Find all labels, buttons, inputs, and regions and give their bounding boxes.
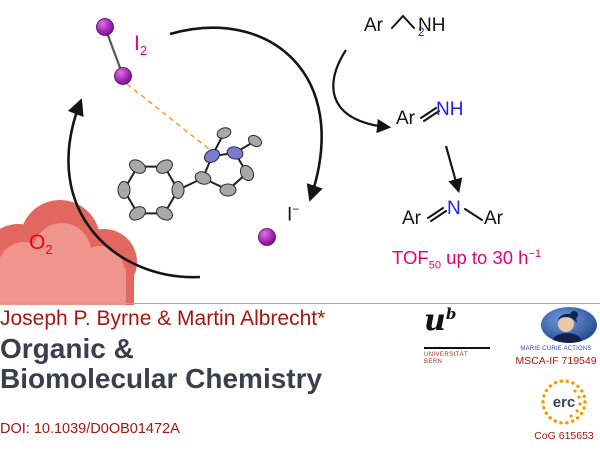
o2-label: O2 [29, 231, 53, 258]
msca-logo: MARIE CURIE ACTIONS MSCA-IF 719549 [512, 306, 600, 370]
erc-dotted-circle-icon: erc [541, 379, 587, 425]
ch2-bond-icon [391, 14, 415, 29]
double-bond-icon [420, 107, 440, 122]
erc-label: erc [553, 394, 576, 411]
erc-grant: CoG 615653 [534, 430, 594, 442]
unibe-name-line1: UNIVERSITÄT [424, 352, 469, 358]
ar-left-label: Ar [402, 208, 421, 229]
amine-to-imine-arrow [332, 49, 392, 134]
authors-line: Joseph P. Byrne & Martin Albrecht* [0, 307, 326, 330]
doi-line: DOI: 10.1039/D0OB01472A [0, 421, 180, 437]
cycle-arrow-right [169, 26, 323, 202]
ar-right-label: Ar [484, 208, 503, 229]
msca-caption: MARIE CURIE ACTIONS [520, 346, 592, 352]
ar-label: Ar [396, 108, 415, 129]
msca-grant: MSCA-IF 719549 [515, 355, 597, 367]
unibe-rule [424, 347, 490, 349]
section-divider [0, 303, 600, 304]
single-bond-icon [464, 208, 483, 221]
tof-label: TOF50 up to 30 h−1 [392, 247, 542, 272]
nitrogen-label: N [447, 198, 461, 219]
carbene-complex-molecule [117, 127, 263, 221]
iodide-label: I− [287, 203, 300, 226]
imine-structure: Ar NH [396, 98, 476, 132]
msca-portrait-icon [541, 307, 597, 343]
unibe-name-line2: BERN [424, 359, 443, 365]
unibe-wordmark: ub [424, 303, 457, 338]
imine-group-label: NH [436, 99, 464, 120]
ar-label: Ar [364, 15, 383, 36]
unibe-logo: ub UNIVERSITÄT BERN [424, 306, 504, 370]
double-bond-icon [427, 207, 447, 222]
halogen-bond-dashed-line [126, 83, 210, 150]
diimine-structure: Ar N Ar [402, 196, 527, 232]
erc-logo: erc CoG 615653 [528, 376, 600, 448]
oxygen-cloud-icon [0, 200, 137, 305]
cycle-arrow-left [67, 98, 201, 279]
iodide-sphere-icon [258, 228, 276, 246]
journal-title-line1: Organic & [0, 333, 134, 364]
journal-title-line2: Biomolecular Chemistry [0, 363, 323, 394]
iodine-molecule-icon [96, 18, 132, 85]
imine-to-diimine-arrow [444, 145, 463, 194]
i2-label: I2 [134, 32, 148, 59]
reaction-scheme-graphics [0, 18, 463, 305]
